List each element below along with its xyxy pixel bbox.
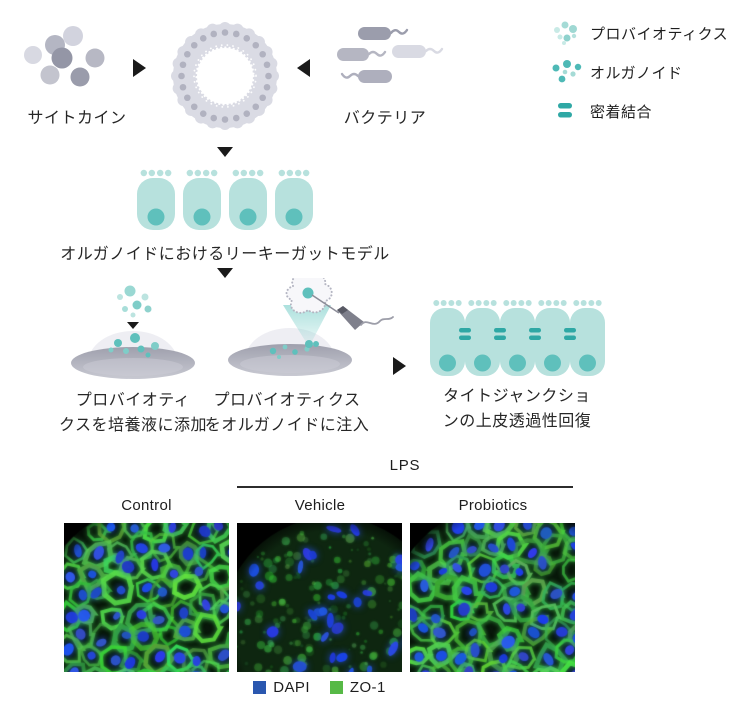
arrow-down-icon xyxy=(217,268,233,278)
probiotics-in-dish-icon xyxy=(108,333,159,358)
probiotic-drops-icon xyxy=(117,285,152,318)
arrow-right-icon xyxy=(133,59,146,77)
column-label-control: Control xyxy=(121,497,172,514)
cytokines-icon xyxy=(24,26,105,87)
step-recover-label: タイトジャンクショ ンの上皮透過性回復 xyxy=(442,388,592,430)
injection-cone-icon xyxy=(283,305,331,347)
organoid-ring-icon xyxy=(171,22,279,130)
legend: プロバイオティクス オルガノイド 密着結合 xyxy=(548,20,748,137)
probiotics-in-dish-icon xyxy=(269,340,319,359)
organoid-blob-icon xyxy=(285,278,333,314)
step-add-label: プロバイオティ クスを培養液に添加 xyxy=(58,392,208,434)
zo1-swatch-icon xyxy=(329,681,343,694)
culture-dish-icon xyxy=(228,328,352,376)
column-label-probiotics: Probiotics xyxy=(458,497,528,514)
dapi-label: DAPI xyxy=(273,679,310,696)
micro-image-probiotics xyxy=(410,523,575,672)
micro-image-vehicle xyxy=(237,523,402,672)
bacteria-label: バクテリア xyxy=(343,110,427,127)
recovered-epithelium-icon xyxy=(430,300,605,376)
legend-label-probiotics: プロバイオティクス xyxy=(590,25,729,43)
tight-junction-icon xyxy=(558,103,572,118)
stain-legend: DAPI ZO-1 xyxy=(64,679,575,696)
probiotics-dots-icon xyxy=(554,21,577,45)
culture-dish-icon xyxy=(71,331,195,379)
arrow-right-icon xyxy=(393,357,406,375)
arrow-down-icon xyxy=(217,147,233,157)
microinjector-icon xyxy=(311,294,394,330)
add-probiotics-illustration xyxy=(71,285,195,379)
small-down-arrow-icon xyxy=(127,322,139,329)
bacteria-icon xyxy=(337,27,444,83)
dapi-swatch-icon xyxy=(253,681,267,694)
legend-item-probiotics: プロバイオティクス xyxy=(548,20,748,46)
stain-item-dapi: DAPI xyxy=(253,679,310,696)
cytokines-label: サイトカイン xyxy=(27,110,127,127)
lps-bracket-line xyxy=(237,486,573,488)
micro-image-control xyxy=(64,523,229,672)
leaky-gut-model-label: オルガノイドにおけるリーキーガットモデル xyxy=(60,246,390,263)
legend-label-tight-junction: 密着結合 xyxy=(590,103,653,121)
column-label-vehicle: Vehicle xyxy=(294,497,346,514)
step-inject-label: プロバイオティクス をオルガノイドに注入 xyxy=(204,392,370,434)
inject-probiotics-illustration xyxy=(228,278,394,376)
lps-group-label: LPS xyxy=(389,457,421,474)
legend-label-organoid: オルガノイド xyxy=(590,64,683,82)
arrow-left-icon xyxy=(297,59,310,77)
organoid-dots-icon xyxy=(552,60,582,83)
legend-item-organoid: オルガノイド xyxy=(548,59,748,85)
stain-item-zo1: ZO-1 xyxy=(329,679,386,696)
zo1-label: ZO-1 xyxy=(349,679,386,696)
legend-item-tight-junction: 密着結合 xyxy=(548,98,748,124)
leaky-gut-cells-icon xyxy=(137,169,313,230)
